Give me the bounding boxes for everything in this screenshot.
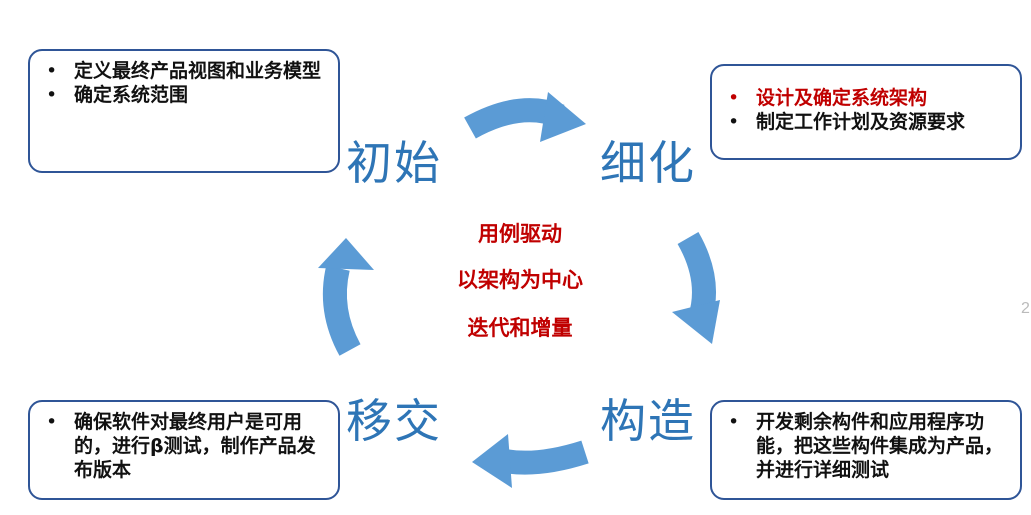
center-line-2: 以架构为中心	[457, 268, 583, 292]
elaboration-item: •设计及确定系统架构	[728, 87, 928, 109]
center-line-3: 迭代和增量	[467, 316, 573, 340]
arrow-construction-to-transition	[472, 434, 589, 488]
transition-item: •确保软件对最终用户是可用的，进行β测试，制作产品发布版本	[46, 411, 316, 481]
bullet: •	[728, 111, 740, 133]
construction-item: •开发剩余构件和应用程序功能，把这些构件集成为产品，并进行详细测试	[728, 411, 1004, 481]
arrow-transition-to-inception	[318, 238, 374, 356]
arrow-elaboration-to-construction	[672, 232, 720, 344]
inception-box: •定义最终产品视图和业务模型 •确定系统范围	[28, 49, 340, 173]
elaboration-item: •制定工作计划及资源要求	[728, 111, 966, 133]
phase-construction-label: 构造	[600, 394, 696, 448]
arrow-inception-to-elaboration	[464, 92, 586, 142]
phase-transition-label: 移交	[346, 394, 442, 448]
bullet: •	[46, 60, 58, 82]
inception-item: •定义最终产品视图和业务模型	[46, 60, 322, 82]
bullet: •	[728, 411, 740, 433]
phase-inception-label: 初始	[346, 136, 442, 190]
phase-elaboration-label: 细化	[600, 136, 696, 190]
construction-box: •开发剩余构件和应用程序功能，把这些构件集成为产品，并进行详细测试	[710, 400, 1022, 500]
inception-item: •确定系统范围	[46, 84, 189, 106]
transition-box: •确保软件对最终用户是可用的，进行β测试，制作产品发布版本	[28, 400, 340, 500]
bullet: •	[46, 411, 58, 433]
center-line-1: 用例驱动	[478, 222, 562, 246]
bullet: •	[728, 87, 740, 109]
elaboration-box: •设计及确定系统架构 •制定工作计划及资源要求	[710, 64, 1022, 160]
bullet: •	[46, 84, 58, 106]
page-number: 2	[1021, 300, 1030, 317]
